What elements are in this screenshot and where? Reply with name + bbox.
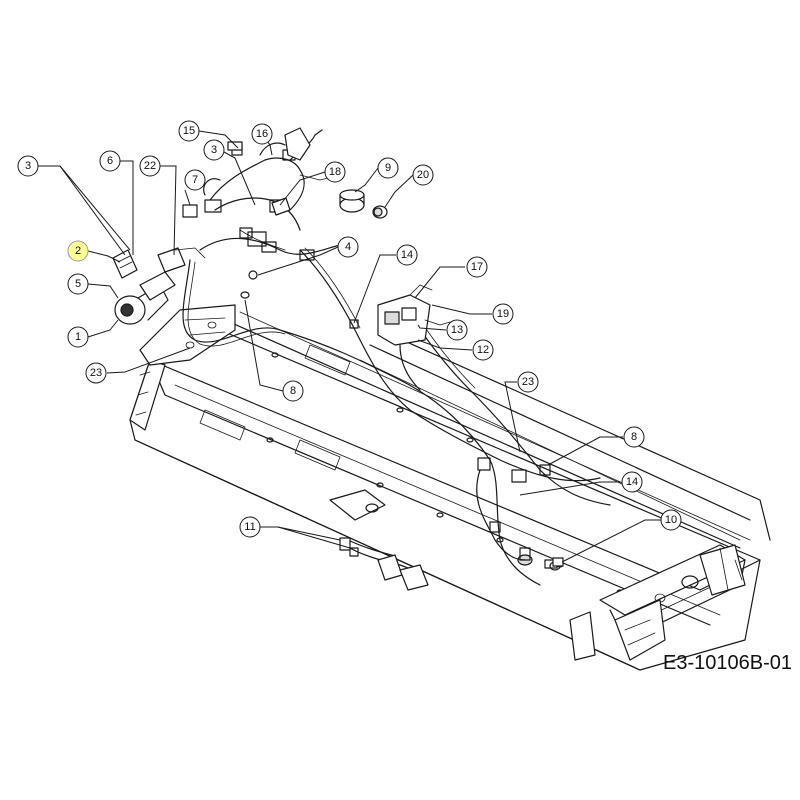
callout-10[interactable]: 10 (660, 509, 682, 531)
callout-7[interactable]: 7 (184, 169, 206, 191)
callout-2[interactable]: 2 (67, 240, 89, 262)
svg-text:3: 3 (25, 160, 31, 172)
svg-text:14: 14 (626, 476, 638, 488)
svg-text:6: 6 (107, 155, 113, 167)
svg-text:13: 13 (451, 324, 463, 336)
callout-23-right[interactable]: 23 (517, 371, 539, 393)
svg-text:5: 5 (75, 278, 81, 290)
svg-text:15: 15 (183, 125, 195, 137)
callout-16[interactable]: 16 (251, 123, 273, 145)
callout-1[interactable]: 1 (67, 326, 89, 348)
svg-text:8: 8 (290, 385, 296, 397)
svg-text:14: 14 (401, 249, 413, 261)
svg-text:1: 1 (75, 331, 81, 343)
svg-text:18: 18 (329, 166, 341, 178)
svg-text:10: 10 (665, 514, 677, 526)
callout-5[interactable]: 5 (67, 273, 89, 295)
leader-lines (38, 130, 661, 563)
callout-4[interactable]: 4 (337, 236, 359, 258)
svg-text:16: 16 (256, 128, 268, 140)
callout-11[interactable]: 11 (239, 516, 261, 538)
svg-text:11: 11 (244, 521, 255, 533)
svg-text:9: 9 (385, 162, 391, 174)
callout-19[interactable]: 19 (492, 303, 514, 325)
callout-8-left[interactable]: 8 (282, 380, 304, 402)
callout-6[interactable]: 6 (99, 150, 121, 172)
callout-22[interactable]: 22 (139, 155, 161, 177)
frame-drawing (112, 127, 771, 671)
svg-text:7: 7 (192, 174, 198, 186)
svg-text:23: 23 (90, 367, 102, 379)
svg-text:17: 17 (471, 261, 483, 273)
callout-13[interactable]: 13 (446, 319, 468, 341)
callouts: 15 16 3 6 22 3 18 9 (17, 120, 682, 538)
callout-3-top[interactable]: 3 (203, 139, 225, 161)
callout-8-right[interactable]: 8 (623, 426, 645, 448)
svg-text:19: 19 (497, 308, 509, 320)
figure-code: E3-10106B-01 (663, 652, 792, 674)
svg-text:3: 3 (211, 144, 217, 156)
svg-text:2: 2 (75, 245, 81, 257)
callout-3-left[interactable]: 3 (17, 155, 39, 177)
callout-9[interactable]: 9 (377, 157, 399, 179)
svg-text:12: 12 (477, 344, 489, 356)
callout-23-left[interactable]: 23 (85, 362, 107, 384)
callout-14-right[interactable]: 14 (621, 471, 643, 493)
svg-text:20: 20 (417, 169, 429, 181)
svg-text:22: 22 (144, 160, 156, 172)
svg-text:23: 23 (522, 376, 534, 388)
callout-14-top[interactable]: 14 (396, 244, 418, 266)
callout-15[interactable]: 15 (178, 120, 200, 142)
callout-17[interactable]: 17 (466, 256, 488, 278)
callout-20[interactable]: 20 (412, 164, 434, 186)
callout-12[interactable]: 12 (472, 339, 494, 361)
svg-text:8: 8 (631, 431, 637, 443)
svg-text:4: 4 (345, 241, 351, 253)
callout-18[interactable]: 18 (324, 161, 346, 183)
